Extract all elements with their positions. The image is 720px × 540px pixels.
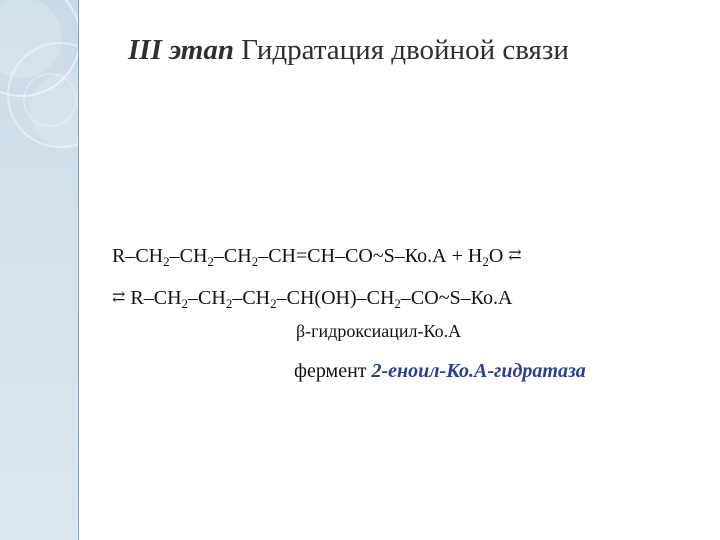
enzyme-line: фермент 2-еноил-Ко.А-гидратаза — [294, 358, 586, 384]
product-name: β-гидроксиацил-Ко.А — [296, 321, 462, 341]
formula-subscript: 2 — [270, 295, 277, 311]
formula-text: O — [488, 245, 509, 267]
decorative-circles — [0, 0, 78, 148]
equilibrium-arrow-icon: ⇄ — [508, 247, 522, 264]
formula-text: –CH(OH)–CH — [276, 287, 395, 309]
formula-text: –CH — [232, 287, 271, 309]
formula-subscript: 2 — [482, 253, 489, 269]
reaction-line-2-formula: R–CH2–CH2–CH2–CH(OH)–CH2–CO~S–Ко.А — [125, 287, 513, 311]
equilibrium-arrow-icon: ⇄ — [112, 289, 126, 306]
formula-text: –CH — [169, 245, 208, 267]
formula-text: –CH=CH–CO~S–Ко.А + H — [258, 245, 483, 267]
formula-subscript: 2 — [181, 295, 189, 311]
formula-text: R–CH — [125, 287, 182, 309]
formula-subscript: 2 — [207, 253, 214, 269]
formula-text: –CH — [188, 287, 226, 309]
decorative-sidebar — [0, 0, 79, 540]
enzyme-label: фермент — [294, 360, 372, 382]
formula-subscript: 2 — [225, 295, 233, 311]
title-stage: III этап — [128, 34, 234, 66]
reaction-line-2: ⇄ R–CH2–CH2–CH2–CH(OH)–CH2–CO~S–Ко.А — [112, 285, 512, 311]
reaction-line-1: R–CH2–CH2–CH2–CH=CH–CO~S–Ко.А + H2O ⇄ — [112, 243, 522, 269]
formula-text: R–CH — [112, 245, 164, 267]
reaction-line-1-formula: R–CH2–CH2–CH2–CH=CH–CO~S–Ко.А + H2O — [112, 245, 509, 269]
formula-text: –CH — [213, 245, 252, 267]
formula-subscript: 2 — [394, 295, 401, 311]
title-text: Гидратация двойной связи — [233, 34, 569, 66]
formula-subscript: 2 — [163, 253, 170, 269]
slide-title: III этап Гидратация двойной связи — [128, 30, 708, 70]
formula-subscript: 2 — [251, 253, 259, 269]
enzyme-name: 2-еноил-Ко.А-гидратаза — [371, 360, 586, 382]
formula-text: –CO~S–Ко.А — [400, 287, 513, 309]
